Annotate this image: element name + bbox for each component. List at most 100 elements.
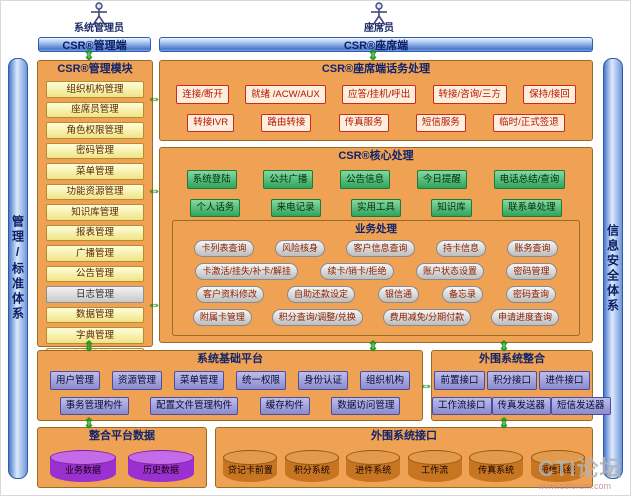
button-row: 事务管理构件配置文件管理构件缓存构件数据访问管理	[38, 396, 422, 415]
person-icon	[91, 2, 107, 26]
business-function-button: 账务查询	[507, 240, 558, 257]
business-function-button: 客户资料修改	[195, 286, 264, 303]
panel-title: 整合平台数据	[89, 430, 155, 442]
platform-component-button: 菜单管理	[173, 371, 224, 390]
double-arrow-horizontal-icon: ⇔	[147, 296, 161, 312]
admin-module-item: 座席员管理	[46, 101, 144, 118]
call-function-button: 临时/正式签退	[493, 113, 565, 132]
admin-module-item: 密码管理	[46, 142, 144, 159]
cylinder-row: 贷记卡前置积分系统进件系统工作流传真系统短信系统	[216, 450, 592, 482]
panel-title: 外围系统整合	[479, 353, 545, 365]
panel-peripheral-integration: 外围系统整合 前置接口积分接口进件接口 工作流接口传真发送器短信发送器	[431, 350, 611, 421]
bus-csr-agent: CSR®座席端	[159, 37, 593, 52]
panel-title: 外围系统接口	[371, 430, 437, 442]
business-function-button: 费用减免/分期付款	[382, 309, 472, 326]
core-function-button: 系统登陆	[186, 170, 237, 189]
button-row: 客户资料修改自助还款设定银信通备忘录密码查询	[173, 286, 579, 303]
watermark-title: CTI论坛	[538, 456, 623, 481]
double-arrow-vertical-icon: ⇕	[498, 338, 510, 354]
panel-title: CSR®核心处理	[338, 150, 414, 162]
panel-platform-data: 整合平台数据 业务数据历史数据	[37, 427, 207, 488]
system-cylinder: 传真系统	[469, 450, 524, 482]
admin-module-item: 数据管理	[46, 306, 144, 323]
watermark: CTI论坛 www.ctiforum.com	[538, 451, 622, 491]
business-function-button: 客户信息查询	[346, 240, 415, 257]
watermark-url: www.ctiforum.com	[538, 481, 612, 491]
double-arrow-vertical-icon: ⇕	[367, 47, 379, 63]
database-cylinder: 历史数据	[128, 450, 194, 482]
core-function-button: 公共广播	[263, 170, 314, 189]
call-function-button: 应答/挂机/呼出	[342, 85, 417, 104]
button-row: 卡列表查询风险核身客户信息查询持卡信息账务查询	[173, 240, 579, 257]
admin-module-item: 菜单管理	[46, 163, 144, 180]
button-row: 工作流接口传真发送器短信发送器	[432, 396, 611, 415]
call-function-button: 保持/接回	[523, 85, 576, 104]
business-function-button: 账户状态设置	[415, 263, 484, 280]
platform-component-button: 配置文件管理构件	[150, 396, 239, 415]
double-arrow-horizontal-icon: ⇔	[147, 182, 161, 198]
integration-interface-button: 前置接口	[434, 371, 485, 390]
system-cylinder: 进件系统	[346, 450, 401, 482]
button-row: 用户管理资源管理菜单管理统一权限身份认证组织机构	[38, 371, 422, 390]
double-arrow-vertical-icon: ⇕	[83, 47, 95, 63]
business-function-button: 自助还款设定	[286, 286, 355, 303]
person-icon	[371, 2, 387, 26]
core-function-button: 电话总结/查询	[493, 170, 566, 189]
platform-component-button: 用户管理	[49, 371, 100, 390]
system-cylinder: 贷记卡前置	[223, 450, 278, 482]
panel-core-processing: CSR®核心处理 系统登陆公共广播公告信息今日提醒电话总结/查询 个人话务来电记…	[159, 147, 593, 343]
platform-component-button: 统一权限	[235, 371, 286, 390]
panel-title: CSR®座席端话务处理	[321, 63, 431, 75]
business-function-button: 积分查询/调整/兑换	[271, 309, 363, 326]
integration-interface-button: 传真发送器	[491, 396, 552, 415]
button-row: 前置接口积分接口进件接口	[432, 371, 592, 390]
admin-module-item: 角色权限管理	[46, 122, 144, 139]
core-function-button: 今日提醒	[416, 170, 467, 189]
cylinder-row: 业务数据历史数据	[38, 450, 206, 482]
button-row: 系统登陆公共广播公告信息今日提醒电话总结/查询	[160, 170, 592, 189]
platform-component-button: 事务管理构件	[59, 396, 129, 415]
admin-module-item: 知识库管理	[46, 204, 144, 221]
system-cylinder: 积分系统	[284, 450, 339, 482]
call-function-button: 转接/咨询/三方	[432, 85, 507, 104]
bus-csr-admin: CSR®管理端	[38, 37, 151, 52]
panel-admin-modules: CSR®管理模块 组织机构管理座席员管理角色权限管理密码管理菜单管理功能资源管理…	[37, 60, 153, 364]
core-function-button: 个人话务	[190, 198, 241, 217]
integration-interface-button: 短信发送器	[551, 396, 611, 415]
business-function-button: 申请进度查询	[491, 309, 560, 326]
database-cylinder: 业务数据	[50, 450, 116, 482]
double-arrow-vertical-icon: ⇕	[498, 415, 510, 431]
call-function-button: 传真服务	[338, 113, 389, 132]
admin-module-item: 广播管理	[46, 245, 144, 262]
double-arrow-horizontal-icon: ⇔	[147, 90, 161, 106]
panel-title: 业务处理	[355, 223, 397, 235]
bus-management-standard: 管理/标准体系	[8, 58, 28, 479]
platform-component-button: 资源管理	[111, 371, 162, 390]
actor-agent: 座席员	[337, 2, 421, 34]
platform-component-button: 缓存构件	[259, 396, 310, 415]
admin-module-item: 公告管理	[46, 265, 144, 282]
panel-title: CSR®管理模块	[57, 63, 133, 75]
panel-peripheral-interfaces: 外围系统接口 贷记卡前置积分系统进件系统工作流传真系统短信系统	[215, 427, 593, 488]
integration-interface-button: 工作流接口	[432, 396, 492, 415]
business-function-button: 附属卡管理	[192, 309, 252, 326]
admin-module-list: 组织机构管理座席员管理角色权限管理密码管理菜单管理功能资源管理知识库管理报表管理…	[38, 76, 152, 364]
business-function-button: 卡列表查询	[194, 240, 254, 257]
admin-module-item: 日志管理	[46, 286, 144, 303]
platform-component-button: 组织机构	[359, 371, 410, 390]
platform-component-button: 身份认证	[297, 371, 348, 390]
admin-module-item: 功能资源管理	[46, 183, 144, 200]
admin-module-item: 组织机构管理	[46, 81, 144, 98]
integration-interface-button: 进件接口	[539, 371, 590, 390]
panel-base-platform: 系统基础平台 用户管理资源管理菜单管理统一权限身份认证组织机构 事务管理构件配置…	[37, 350, 423, 421]
button-row: 个人话务来电记录实用工具知识库联系单处理	[160, 198, 592, 217]
call-function-button: 就绪 /ACW/AUX	[245, 85, 326, 104]
business-function-button: 备忘录	[441, 286, 483, 303]
admin-module-item: 报表管理	[46, 224, 144, 241]
button-row: 卡激活/挂失/补卡/解挂续卡/销卡/拒绝账户状态设置密码管理	[173, 263, 579, 280]
business-function-button: 续卡/销卡/拒绝	[320, 263, 394, 280]
actor-system-admin: 系统管理员	[57, 2, 141, 34]
